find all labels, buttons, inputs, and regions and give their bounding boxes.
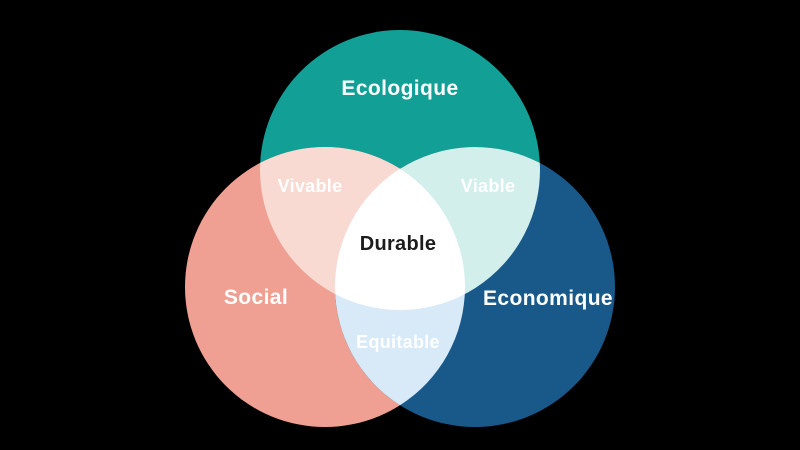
label-equitable: Equitable	[356, 332, 440, 352]
label-economique: Economique	[483, 287, 613, 310]
label-durable: Durable	[360, 233, 437, 255]
label-ecologique: Ecologique	[341, 77, 458, 100]
label-vivable: Vivable	[278, 176, 343, 196]
label-viable: Viable	[461, 176, 516, 196]
label-social: Social	[224, 286, 288, 309]
overlap-durable	[335, 168, 465, 310]
